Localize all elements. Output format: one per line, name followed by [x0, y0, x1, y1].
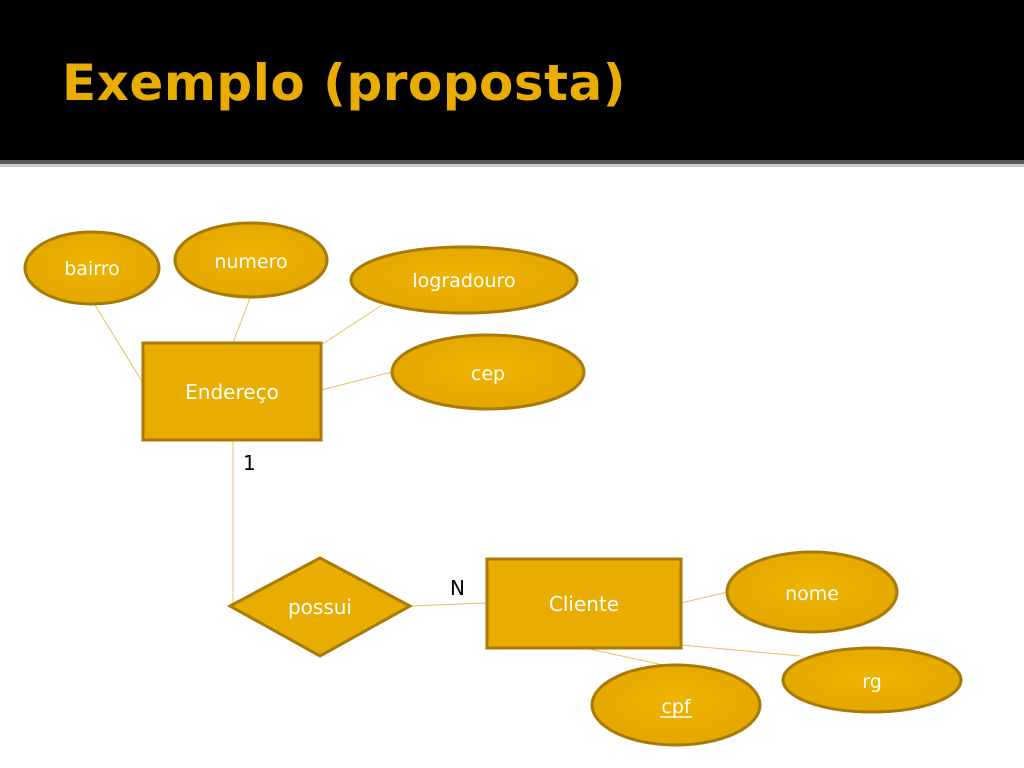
connector-possui-cliente: [409, 602, 488, 607]
attribute-bairro-label: bairro: [64, 258, 119, 280]
cardinality-endereco: 1: [243, 451, 256, 475]
attribute-cpf-label: cpf: [661, 696, 692, 718]
attribute-nome-label: nome: [785, 583, 839, 605]
title-divider-highlight: [0, 164, 1024, 167]
attribute-nome[interactable]: nome: [725, 550, 899, 634]
attribute-bairro[interactable]: bairro: [23, 230, 161, 306]
relationship-possui-label: possui: [288, 595, 352, 619]
title-bar: Exemplo (proposta): [0, 0, 1024, 160]
entity-cliente-label: Cliente: [549, 592, 619, 616]
relationship-possui[interactable]: possui: [226, 556, 414, 658]
attribute-logradouro[interactable]: logradouro: [349, 245, 579, 315]
attribute-rg[interactable]: rg: [781, 646, 963, 714]
entity-cliente[interactable]: Cliente: [485, 557, 683, 650]
connector-rg: [680, 644, 801, 657]
connector-cep: [320, 371, 393, 391]
connector-bairro: [94, 304, 144, 384]
attribute-numero[interactable]: numero: [173, 221, 329, 299]
attribute-rg-label: rg: [862, 671, 882, 693]
title-divider: [0, 160, 1024, 164]
entity-endereco[interactable]: Endereço: [141, 341, 323, 442]
connector-nome: [680, 591, 729, 604]
attribute-logradouro-label: logradouro: [412, 270, 515, 292]
cardinality-cliente: N: [450, 576, 465, 600]
connector-cpf: [584, 647, 673, 668]
attribute-numero-label: numero: [214, 251, 287, 273]
connector-numero: [232, 297, 251, 344]
connector-logradouro: [320, 304, 383, 346]
entity-endereco-label: Endereço: [185, 380, 279, 404]
attribute-cpf[interactable]: cpf: [590, 663, 762, 747]
attribute-cep-label: cep: [471, 363, 505, 385]
slide-title: Exemplo (proposta): [62, 54, 627, 112]
attribute-cep[interactable]: cep: [390, 333, 586, 411]
